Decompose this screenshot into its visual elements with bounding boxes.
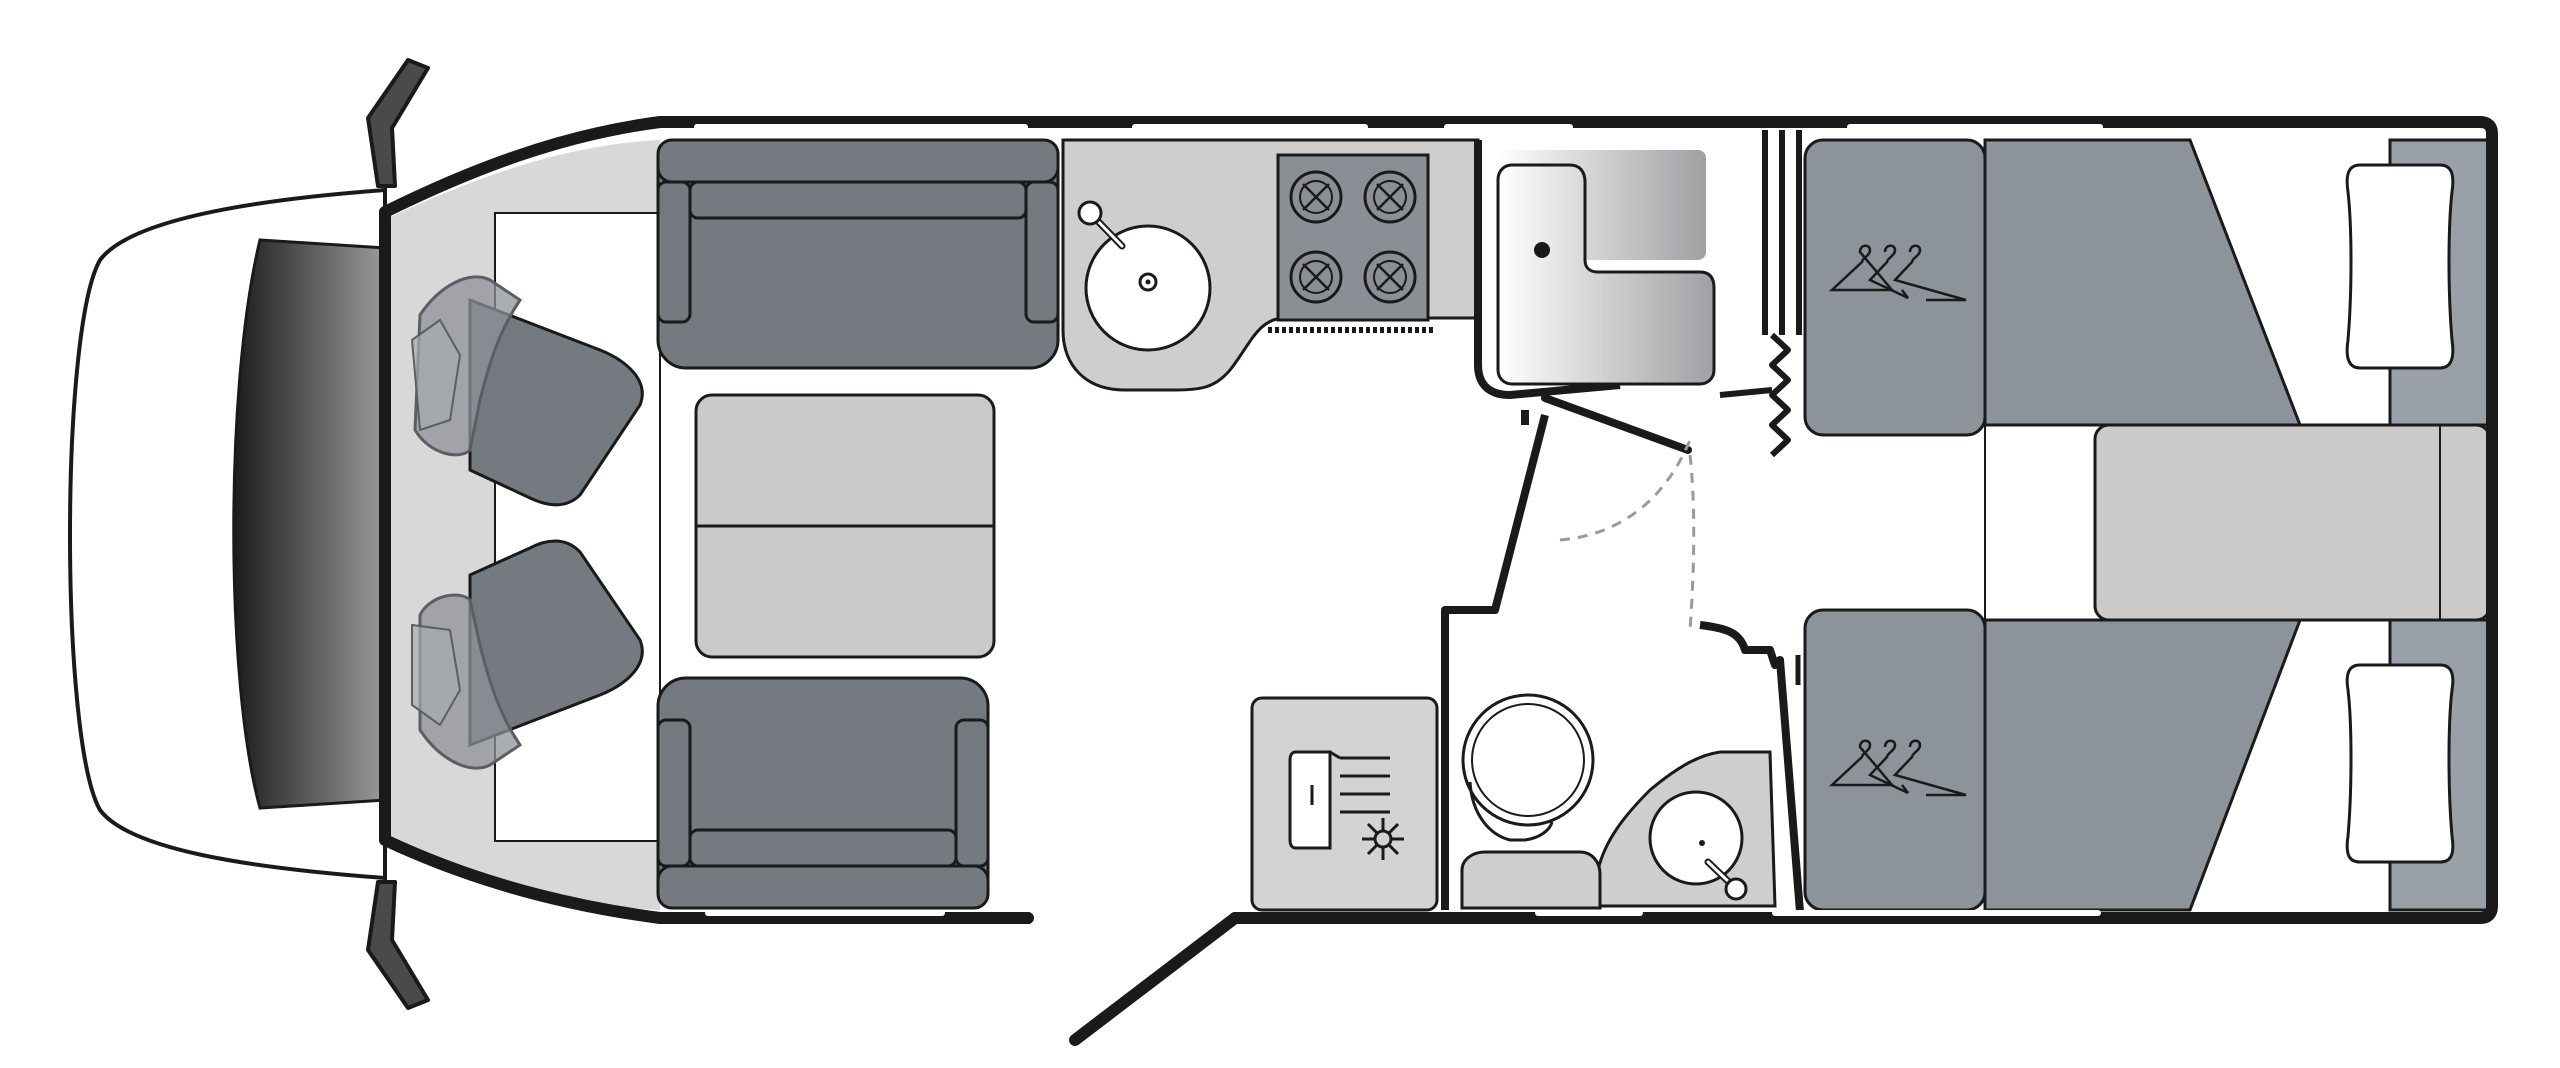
snowflake-icon: [1362, 818, 1404, 860]
tap-icon: [1704, 858, 1748, 901]
clothes-hangers-icon: [1828, 244, 1967, 302]
fridge: [1250, 696, 1439, 912]
pillow-lower: [2345, 663, 2455, 864]
washroom-partition: [1441, 414, 1549, 910]
shower-door-swing: [1559, 439, 1692, 542]
driver-seat: [410, 275, 644, 507]
cab: [68, 58, 430, 1010]
shower-enclosure: [1474, 140, 1716, 542]
washbasin-unit: [1588, 750, 1777, 908]
cab-seat-area: [494, 212, 661, 842]
hob: [1268, 153, 1434, 333]
washroom-wall: [1699, 621, 1804, 913]
tap-icon: [1077, 200, 1126, 250]
toilet-icon: [1460, 693, 1602, 910]
kitchen-sink: [1077, 200, 1212, 352]
bed-lower: [1983, 618, 2303, 912]
gas-burner-icon: [1289, 170, 1343, 224]
pillow-upper: [2345, 163, 2455, 370]
mirror-left: [366, 58, 430, 188]
bed-extension: [2093, 423, 2492, 622]
wardrobe-upper: [1803, 138, 1987, 437]
passenger-seat: [411, 539, 644, 770]
outer-wall: [379, 116, 2498, 924]
mirror-right: [366, 880, 430, 1010]
wardrobe-spine: [1719, 130, 1802, 458]
shower-drain: [1534, 242, 1550, 258]
rear-bedroom: [1803, 138, 2494, 912]
entrance-door: [1028, 912, 1241, 1046]
clothes-hangers-icon: [1828, 739, 1967, 797]
wardrobe-lower: [1803, 608, 1987, 912]
lounge-bench-top: [656, 138, 1060, 370]
lounge-table: [694, 393, 996, 659]
shower-door: [1541, 394, 1692, 454]
gas-burner-icon: [1363, 250, 1417, 304]
lounge-bench-bottom: [656, 676, 990, 910]
gas-burner-icon: [1363, 170, 1417, 224]
windscreen: [232, 238, 387, 810]
washroom-door-swing: [1688, 454, 1696, 631]
gas-burner-icon: [1289, 250, 1343, 304]
